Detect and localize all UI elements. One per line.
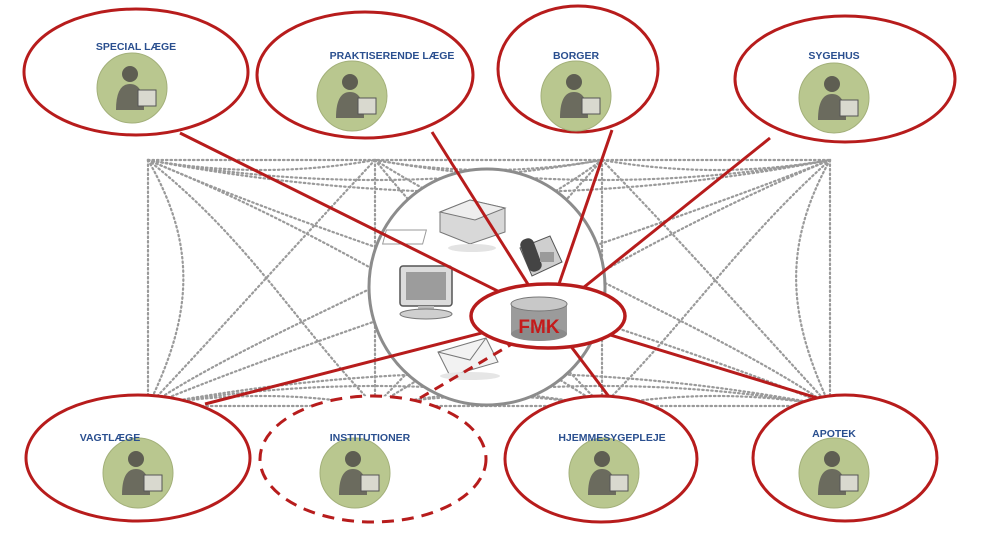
stakeholder-nodes: SPECIAL LÆGE PRAKTISERENDE LÆGE BORGER SYGE… — [22, 4, 957, 524]
connection-line-praktiserende-laege — [430, 131, 536, 295]
network-arc — [600, 158, 832, 408]
node-label: APOTEK — [812, 428, 856, 440]
on-call-doctor-icon — [102, 437, 174, 509]
node-label: VAGTLÆGE — [80, 432, 140, 444]
network-arc — [146, 158, 377, 172]
monitor-icon — [399, 265, 453, 320]
home-nursing-icon — [568, 437, 640, 509]
node-borger[interactable]: BORGER — [496, 4, 660, 134]
connection-line-institutioner — [419, 336, 523, 400]
connection-line-borger — [554, 129, 614, 295]
citizen-icon — [540, 60, 612, 132]
database-icon — [510, 296, 568, 341]
node-label: HJEMMESYGEPLEJE — [558, 432, 665, 444]
network-arc — [600, 158, 832, 408]
connection-lines — [179, 129, 825, 406]
node-label: BORGER — [553, 50, 600, 62]
node-praktiserende-laege[interactable]: PRAKTISERENDE LÆGE — [255, 10, 475, 140]
connection-line-sygehus — [573, 136, 771, 296]
network-arc — [146, 158, 185, 408]
fmk-label: FMK — [518, 317, 559, 338]
telephone-icon — [519, 235, 563, 277]
network-arc — [373, 158, 832, 182]
node-apotek[interactable]: APOTEK — [751, 393, 939, 523]
institution-icon — [319, 437, 391, 509]
network-arc — [146, 384, 604, 408]
node-hjemmesygepleje[interactable]: HJEMMESYGEPLEJE — [503, 394, 699, 524]
network-arc — [146, 158, 604, 182]
connection-line-special-laege — [179, 131, 505, 296]
node-label: SYGEHUS — [808, 50, 859, 62]
node-label: PRAKTISERENDE LÆGE — [330, 50, 455, 62]
node-institutioner[interactable]: INSTITUTIONER — [258, 394, 488, 524]
node-special-laege[interactable]: SPECIAL LÆGE — [22, 7, 250, 137]
fmk-hub[interactable]: FMK — [469, 282, 627, 350]
connection-line-apotek — [580, 324, 825, 402]
node-sygehus[interactable]: SYGEHUS — [733, 14, 957, 144]
node-label: INSTITUTIONER — [330, 432, 411, 444]
doctor-laptop-icon — [96, 52, 168, 124]
node-vagtlaege[interactable]: VAGTLÆGE — [24, 393, 252, 523]
pharmacy-icon — [798, 437, 870, 509]
network-arc — [146, 158, 377, 408]
network-arc — [146, 158, 377, 408]
network-arc — [146, 158, 832, 408]
network-arc — [795, 158, 832, 408]
node-label: SPECIAL LÆGE — [96, 41, 176, 53]
connection-line-vagtlaege — [204, 325, 508, 406]
doctor-computer-icon — [316, 60, 388, 132]
hospital-staff-icon — [798, 62, 870, 134]
